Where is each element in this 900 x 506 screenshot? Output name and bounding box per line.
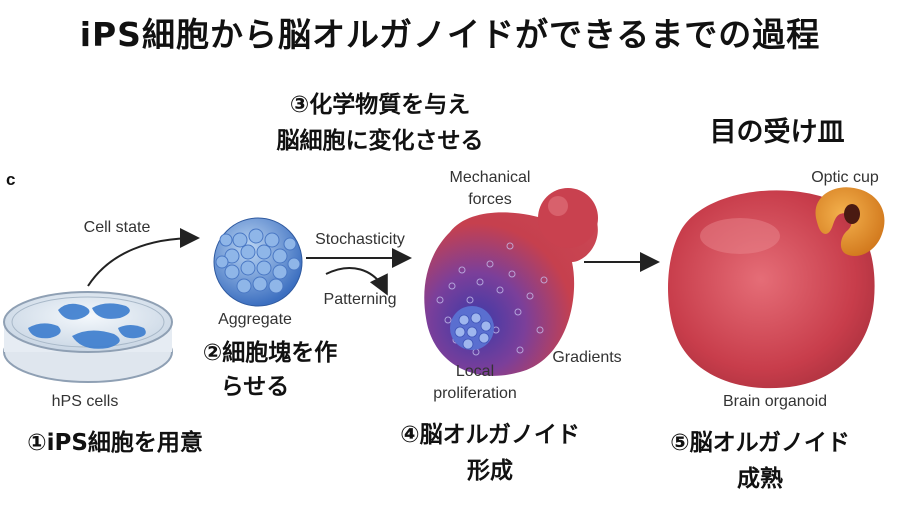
step3-line2: 脳細胞に変化させる: [276, 128, 484, 154]
aggregate-sphere: [213, 217, 303, 307]
organoid-cells: [436, 242, 548, 356]
cell-state-arrow: [87, 228, 200, 287]
label-forces: forces: [468, 191, 512, 208]
forming-organoid: [424, 188, 598, 376]
panel-letter: c: [6, 170, 16, 189]
hps-cell-colonies: [28, 303, 146, 349]
label-aggregate: Aggregate: [218, 311, 292, 328]
step3-line1: ③化学物質を与え: [289, 92, 471, 118]
step4-line2: 形成: [467, 458, 513, 484]
step2-line1: ②細胞塊を作: [202, 340, 338, 366]
petri-dish: [3, 291, 173, 383]
step5-line1: ⑤脳オルガノイド: [670, 430, 850, 456]
label-cell-state: Cell state: [83, 219, 151, 236]
label-local: Local: [455, 363, 495, 380]
local-proliferation-cluster: [450, 306, 494, 350]
eye-cup-annotation: 目の受け皿: [709, 117, 845, 148]
brain-organoid: [668, 190, 875, 389]
step4-line1: ④脳オルガノイド: [400, 422, 580, 448]
label-stochasticity: Stochasticity: [315, 231, 405, 248]
optic-cup: [815, 187, 885, 256]
label-optic-cup: Optic cup: [811, 169, 879, 186]
label-proliferation: proliferation: [433, 385, 517, 402]
label-hps-cells: hPS cells: [51, 393, 119, 410]
step2-line2: らせる: [220, 374, 290, 400]
label-brain-organoid: Brain organoid: [722, 393, 828, 410]
step5-line2: 成熟: [737, 466, 783, 492]
patterning-arrow: [325, 267, 388, 296]
label-mechanical: Mechanical: [449, 169, 531, 186]
page-title: iPS細胞から脳オルガノイドができるまでの過程: [79, 15, 821, 54]
label-gradients: Gradients: [552, 349, 622, 366]
label-patterning: Patterning: [323, 291, 397, 308]
step1: ①iPS細胞を用意: [27, 430, 203, 456]
